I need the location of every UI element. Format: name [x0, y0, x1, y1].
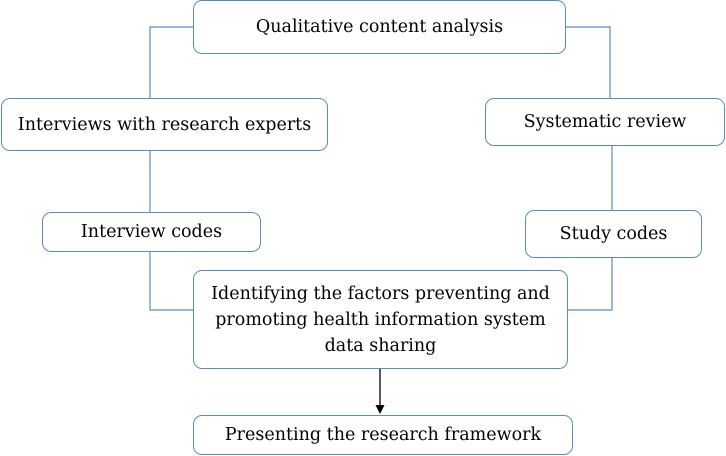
- connector-study-codes-to-identifying: [568, 258, 613, 311]
- connector-qca-to-interviews: [149, 26, 193, 98]
- node-interviews-with-research-experts: Interviews with research experts: [1, 98, 328, 151]
- node-label: Interview codes: [80, 222, 223, 242]
- node-interview-codes: Interview codes: [42, 212, 261, 252]
- node-qualitative-content-analysis: Qualitative content analysis: [193, 0, 566, 54]
- connector-interview-codes-to-identifying: [149, 252, 193, 311]
- node-label: Presenting the research framework: [224, 425, 542, 445]
- node-label: Identifying the factors preventing and p…: [211, 283, 550, 356]
- node-study-codes: Study codes: [525, 210, 702, 258]
- node-presenting-research-framework: Presenting the research framework: [193, 415, 573, 455]
- arrow-head-icon: [375, 405, 385, 414]
- node-systematic-review: Systematic review: [485, 98, 725, 146]
- node-label: Qualitative content analysis: [255, 17, 504, 37]
- node-label: Study codes: [559, 224, 668, 244]
- node-label: Interviews with research experts: [17, 114, 312, 135]
- node-label: Systematic review: [523, 112, 687, 132]
- connector-qca-to-systematic-review: [566, 26, 611, 98]
- node-identifying-factors: Identifying the factors preventing and p…: [193, 270, 568, 369]
